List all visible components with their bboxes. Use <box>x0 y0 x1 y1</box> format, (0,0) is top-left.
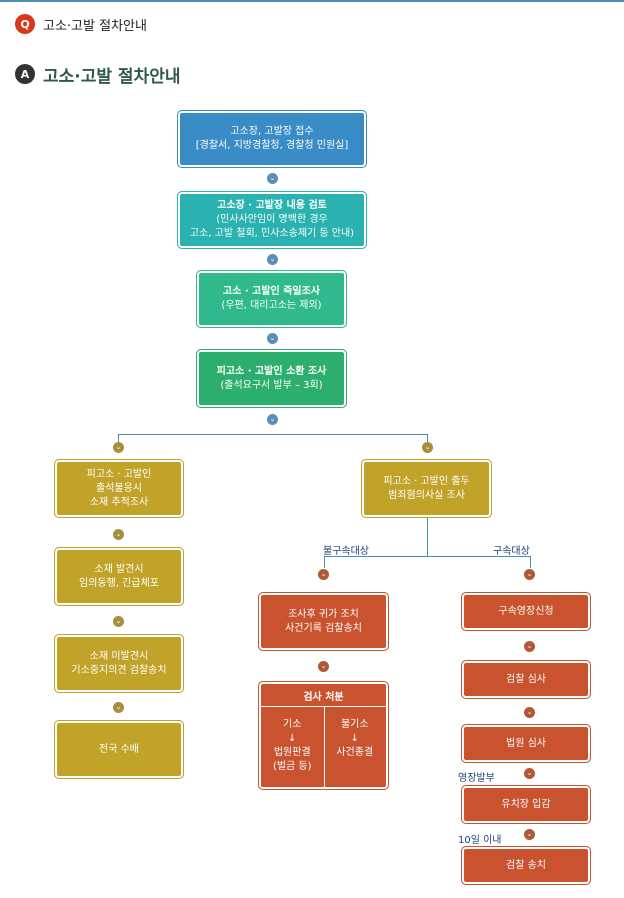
split-connector-2 <box>324 556 531 557</box>
step-summons-title: 피고소 · 고발인 소환 조사 <box>216 365 327 377</box>
chevron-down-icon: ⌄ <box>318 661 329 672</box>
label-warrant-issued: 영장발부 <box>458 773 495 784</box>
non-indictment-line-1: 불기소 <box>340 719 369 730</box>
left-nonappearance-line-2: 출석불응시 <box>96 482 142 494</box>
left-found-line-1: 소재 발견시 <box>94 563 144 575</box>
detention-court-review-box: 법원 심사 <box>461 724 591 763</box>
chevron-down-icon: ⌄ <box>113 442 124 453</box>
detention-step-5-label: 검찰 송치 <box>506 859 546 871</box>
question-text: 고소·고발 절차안내 <box>43 18 147 34</box>
detention-step-3-label: 법원 심사 <box>506 737 546 749</box>
step-receipt-line-2: [경찰서, 지방경찰청, 경찰청 민원실] <box>195 140 349 151</box>
step-review-box: 고소장 · 고발장 내용 검토 (민사사안임이 명백한 경우 고소, 고발 철회… <box>177 191 367 249</box>
chevron-down-icon: ⌄ <box>524 641 535 652</box>
left-nonappearance-box: 피고소 · 고발인 출석불응시 소재 추적조사 <box>54 459 184 518</box>
right-appearance-box: 피고소 · 고발인 출두 범죄혐의사실 조사 <box>361 459 492 518</box>
detention-step-2-label: 검찰 심사 <box>506 673 546 685</box>
step-summons-box: 피고소 · 고발인 소환 조사 (출석요구서 발부 – 3회) <box>196 349 347 408</box>
label-detention: 구속대상 <box>493 546 530 557</box>
left-not-found-line-1: 소재 미발견시 <box>89 650 149 662</box>
label-non-detention: 불구속대상 <box>323 546 369 557</box>
label-within-10-days: 10일 이내 <box>458 835 502 846</box>
step-receipt-line-1: 고소장, 고발장 접수 <box>230 126 314 137</box>
detention-referral-box: 검찰 송치 <box>461 846 591 885</box>
right-appearance-line-1: 피고소 · 고발인 출두 <box>383 475 470 487</box>
left-not-found-box: 소재 미발견시 기소중지의견 검찰송치 <box>54 634 184 693</box>
connector-non-detention <box>324 556 325 568</box>
non-detention-box: 조사후 귀가 조치 사건기록 검찰송치 <box>258 592 389 651</box>
detention-custody-box: 유치장 입감 <box>461 785 591 824</box>
chevron-down-icon: ⌄ <box>524 829 535 840</box>
left-nonappearance-line-3: 소재 추적조사 <box>89 496 149 508</box>
right-appearance-line-2: 범죄혐의사실 조사 <box>388 489 465 501</box>
disposition-title: 검사 처분 <box>261 684 386 707</box>
step-same-day-box: 고소 · 고발인 즉일조사 (우편, 대리고소는 제외) <box>196 270 347 328</box>
chevron-down-icon: ⌄ <box>267 173 278 184</box>
detention-warrant-request-box: 구속영장신청 <box>461 592 591 631</box>
left-nonappearance-line-1: 피고소 · 고발인 <box>86 468 152 480</box>
step-review-title: 고소장 · 고발장 내용 검토 <box>217 200 327 211</box>
chevron-down-icon: ⌄ <box>524 707 535 718</box>
split-connector <box>118 434 428 435</box>
chevron-down-icon: ⌄ <box>113 702 124 713</box>
step-review-line-3: 고소, 고발 철회, 민사소송제기 등 안내) <box>189 228 355 239</box>
left-found-line-2: 임의동행, 긴급체포 <box>79 577 159 589</box>
answer-title: 고소·고발 절차안내 <box>43 66 181 87</box>
chevron-down-icon: ⌄ <box>113 529 124 540</box>
disposition-divider <box>323 706 325 787</box>
connector-detention <box>530 556 531 568</box>
left-not-found-line-2: 기소중지의견 검찰송치 <box>71 664 167 676</box>
indictment-line-1: 기소 <box>283 719 302 730</box>
non-detention-line-2: 사건기록 검찰송치 <box>285 622 362 634</box>
step-review-line-2: (민사사안임이 명백한 경우 <box>216 214 328 225</box>
chevron-down-icon: ⌄ <box>524 569 535 580</box>
step-summons-line-2: (출석요구서 발부 – 3회) <box>220 379 323 391</box>
step-same-day-line-2: (우편, 대리고소는 제외) <box>221 300 322 311</box>
question-badge: Q <box>15 14 35 34</box>
non-indictment-line-3: 사건종결 <box>336 747 374 758</box>
chevron-down-icon: ⌄ <box>267 254 278 265</box>
connector-right-down <box>427 518 428 556</box>
chevron-down-icon: ⌄ <box>524 768 535 779</box>
connector-left <box>118 434 119 442</box>
indictment-line-4: (벌금 등) <box>272 761 312 772</box>
indictment-arrow: ↓ <box>288 733 297 744</box>
disposition-indictment: 기소 ↓ 법원판결 (벌금 등) <box>261 718 324 774</box>
detention-step-4-label: 유치장 입감 <box>501 798 551 810</box>
non-indictment-arrow: ↓ <box>350 733 359 744</box>
step-receipt-box: 고소장, 고발장 접수 [경찰서, 지방경찰청, 경찰청 민원실] <box>177 110 367 168</box>
non-detention-line-1: 조사후 귀가 조치 <box>288 608 359 620</box>
detention-step-1-label: 구속영장신청 <box>498 605 554 617</box>
detention-prosecution-review-box: 검찰 심사 <box>461 660 591 699</box>
top-divider <box>0 0 624 2</box>
chevron-down-icon: ⌄ <box>267 333 278 344</box>
answer-badge: A <box>15 64 35 84</box>
left-wanted-box: 전국 수배 <box>54 720 184 779</box>
disposition-non-indictment: 불기소 ↓ 사건종결 <box>324 718 387 760</box>
chevron-down-icon: ⌄ <box>113 616 124 627</box>
left-found-box: 소재 발견시 임의동행, 긴급체포 <box>54 547 184 606</box>
chevron-down-icon: ⌄ <box>318 569 329 580</box>
answer-row: A 고소·고발 절차안내 <box>15 62 181 87</box>
question-row: Q 고소·고발 절차안내 <box>15 12 147 36</box>
step-same-day-title: 고소 · 고발인 즉일조사 <box>222 286 321 297</box>
chevron-down-icon: ⌄ <box>267 414 278 425</box>
indictment-line-3: 법원판결 <box>273 747 311 758</box>
connector-right <box>427 434 428 442</box>
prosecutor-disposition-box: 검사 처분 기소 ↓ 법원판결 (벌금 등) 불기소 ↓ 사건종결 <box>258 681 389 790</box>
chevron-down-icon: ⌄ <box>422 442 433 453</box>
left-wanted-line-1: 전국 수배 <box>99 743 139 755</box>
